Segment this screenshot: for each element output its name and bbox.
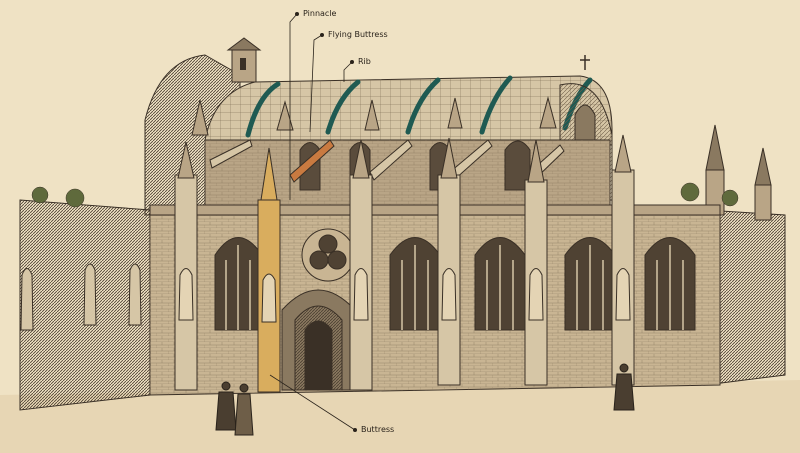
parapet xyxy=(149,204,721,216)
leader-dots xyxy=(295,12,357,432)
cross xyxy=(580,55,590,70)
buttress-label: Buttress xyxy=(361,425,395,434)
leader-lines xyxy=(269,13,356,431)
pier-statues xyxy=(178,268,631,323)
ground xyxy=(0,380,800,453)
figures xyxy=(215,363,635,436)
belfry xyxy=(226,37,262,83)
left-wall-statues xyxy=(20,263,142,331)
rib-label: Rib xyxy=(358,57,371,66)
foliage xyxy=(31,182,739,208)
trefoil-window xyxy=(301,228,355,282)
window-mullions xyxy=(225,245,684,330)
pinnacles xyxy=(177,96,632,201)
flying-buttress-label: Flying Buttress xyxy=(328,30,388,39)
doorway xyxy=(281,289,356,391)
pinnacle-label: Pinnacle xyxy=(303,9,337,18)
right-tower xyxy=(705,124,772,221)
roof-tiles xyxy=(205,76,612,145)
